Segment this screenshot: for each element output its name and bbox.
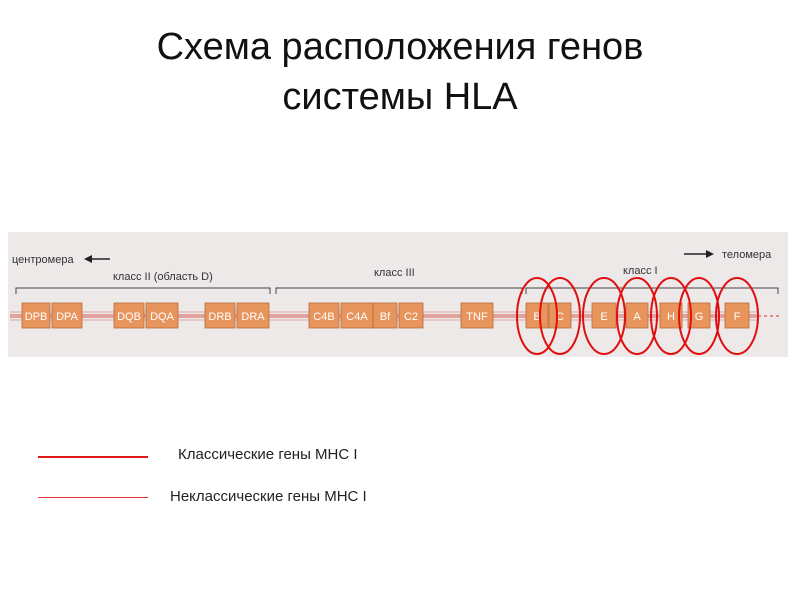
legend-label-classical: Классические гены МНС I — [178, 446, 358, 463]
gene-label: C4A — [346, 311, 368, 323]
gene-c: C — [548, 302, 572, 329]
legend-label-nonclassical: Неклассические гены МНС I — [170, 488, 367, 505]
gene-c4b: C4B — [308, 302, 340, 329]
gene-label: DQA — [150, 311, 175, 323]
gene-label: DPB — [25, 311, 48, 323]
telomere-label: теломера — [722, 249, 772, 261]
gene-label: E — [600, 311, 607, 323]
circle-g — [678, 277, 720, 355]
gene-b: B — [525, 302, 549, 329]
gene-e: E — [591, 302, 617, 329]
gene-label: DRB — [208, 311, 231, 323]
gene-c4a: C4A — [340, 302, 374, 329]
gene-label: F — [734, 311, 741, 323]
gene-label: A — [633, 311, 641, 323]
circle-c — [539, 277, 581, 355]
circle-f — [715, 277, 759, 355]
legend-line-classical — [38, 456, 148, 458]
gene-map-svg: центромера теломера класс II (область D)… — [10, 249, 780, 355]
gene-label: C4B — [313, 311, 334, 323]
gene-label: Bf — [380, 311, 391, 323]
gene-label: DQB — [117, 311, 141, 323]
circles-layer — [516, 277, 759, 355]
centromere-label: центромера — [12, 254, 74, 266]
class1-bracket — [525, 287, 779, 294]
class3-label: класс III — [374, 267, 415, 279]
class2-label: класс II (область D) — [113, 271, 213, 283]
title-line-1: Схема расположения генов — [156, 26, 644, 68]
page-title: Схема расположения генов системы HLA — [0, 22, 800, 122]
gene-c2: C2 — [398, 302, 424, 329]
gene-drb: DRB — [204, 302, 236, 329]
gene-f: F — [724, 302, 750, 329]
circle-e — [582, 277, 626, 355]
gene-label: B — [533, 311, 540, 323]
gene-dpb: DPB — [21, 302, 51, 329]
legend-line-nonclassical — [38, 497, 148, 498]
hla-gene-map: центромера теломера класс II (область D)… — [8, 232, 788, 357]
genes-layer: DPB DPA DQB DQA DRB DRA C4B C4A Bf C2 TNF B C E A H G F — [21, 302, 750, 329]
gene-label: H — [667, 311, 675, 323]
circle-h — [650, 277, 692, 355]
telomere-arrow-icon — [684, 250, 714, 258]
class2-bracket — [15, 287, 271, 294]
gene-g: G — [687, 302, 711, 329]
gene-h: H — [659, 302, 683, 329]
gene-label: C2 — [404, 311, 418, 323]
gene-dpa: DPA — [51, 302, 83, 329]
centromere-arrow-icon — [84, 255, 110, 263]
title-line-2: системы HLA — [282, 76, 518, 118]
gene-label: TNF — [466, 311, 488, 323]
gene-dra: DRA — [236, 302, 270, 329]
circle-b — [516, 277, 558, 355]
circle-a — [616, 277, 658, 355]
gene-label: DRA — [241, 311, 265, 323]
gene-dqb: DQB — [113, 302, 145, 329]
gene-label: DPA — [56, 311, 78, 323]
gene-a: A — [625, 302, 649, 329]
class1-label: класс I — [623, 265, 658, 277]
gene-label: G — [695, 311, 704, 323]
class3-bracket — [275, 287, 523, 294]
gene-dqa: DQA — [145, 302, 179, 329]
gene-bf: Bf — [372, 302, 398, 329]
gene-tnf: TNF — [460, 302, 494, 329]
gene-label: C — [556, 311, 564, 323]
